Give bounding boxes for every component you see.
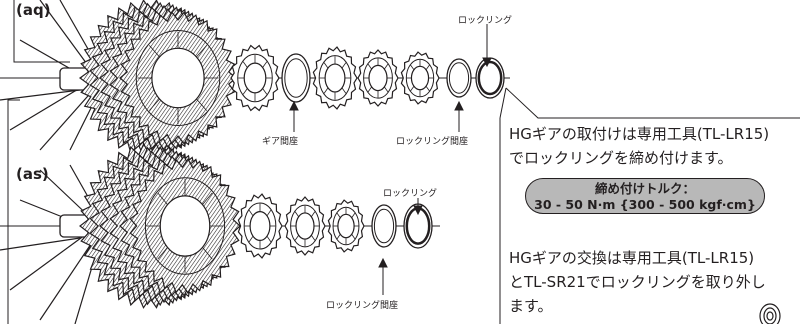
- cog: [312, 46, 358, 110]
- cog-large: [129, 157, 241, 295]
- callout-lockring-spacer-b: ロックリング間座: [326, 301, 399, 311]
- torque-title: 締め付けトルク：: [594, 181, 695, 196]
- callout-lockring-a: ロックリング: [458, 16, 513, 26]
- spacer: [281, 53, 311, 103]
- install-note-line-1: HGギアの取付けは専用工具(TL-LR15): [509, 125, 770, 143]
- cog: [327, 199, 365, 253]
- cog: [357, 49, 399, 107]
- torque-value: 30 - 50 N·m {300 - 500 kgf·cm}: [534, 197, 756, 212]
- callout-spacer-a: ギア間座: [262, 137, 299, 147]
- cog-large: [119, 11, 237, 145]
- callout-lockring-spacer-a: ロックリング間座: [396, 137, 469, 147]
- spacer: [446, 58, 472, 98]
- replace-note-line-3: ます。: [509, 297, 553, 315]
- callout-lockring-b: ロックリング: [383, 189, 438, 199]
- install-note-line-2: でロックリングを締め付けます。: [509, 149, 733, 167]
- cog: [230, 44, 280, 112]
- spokes-bottom: [0, 164, 101, 324]
- callout-lines: [289, 24, 800, 324]
- cog: [400, 51, 440, 105]
- torque-box: 締め付けトルク： 30 - 50 N·m {300 - 500 kgf·cm}: [525, 178, 765, 214]
- lockring: [475, 57, 505, 99]
- cassette-bottom: [79, 143, 433, 309]
- cog: [284, 196, 326, 256]
- section-label-a: (aq): [16, 1, 51, 19]
- replace-note-line-2: とTL-SR21でロックリングを取り外し: [509, 273, 766, 291]
- lockring-tool-icon: [759, 303, 781, 324]
- cog: [237, 193, 283, 259]
- replace-note-line-1: HGギアの交換は専用工具(TL-LR15): [509, 249, 755, 267]
- replace-note: HGギアの交換は専用工具(TL-LR15) とTL-SR21でロックリングを取り…: [509, 246, 766, 318]
- section-label-b: (as): [16, 165, 49, 183]
- install-note: HGギアの取付けは専用工具(TL-LR15) でロックリングを締め付けます。: [509, 122, 769, 170]
- spacer: [371, 204, 397, 248]
- cassette-top: [78, 0, 505, 157]
